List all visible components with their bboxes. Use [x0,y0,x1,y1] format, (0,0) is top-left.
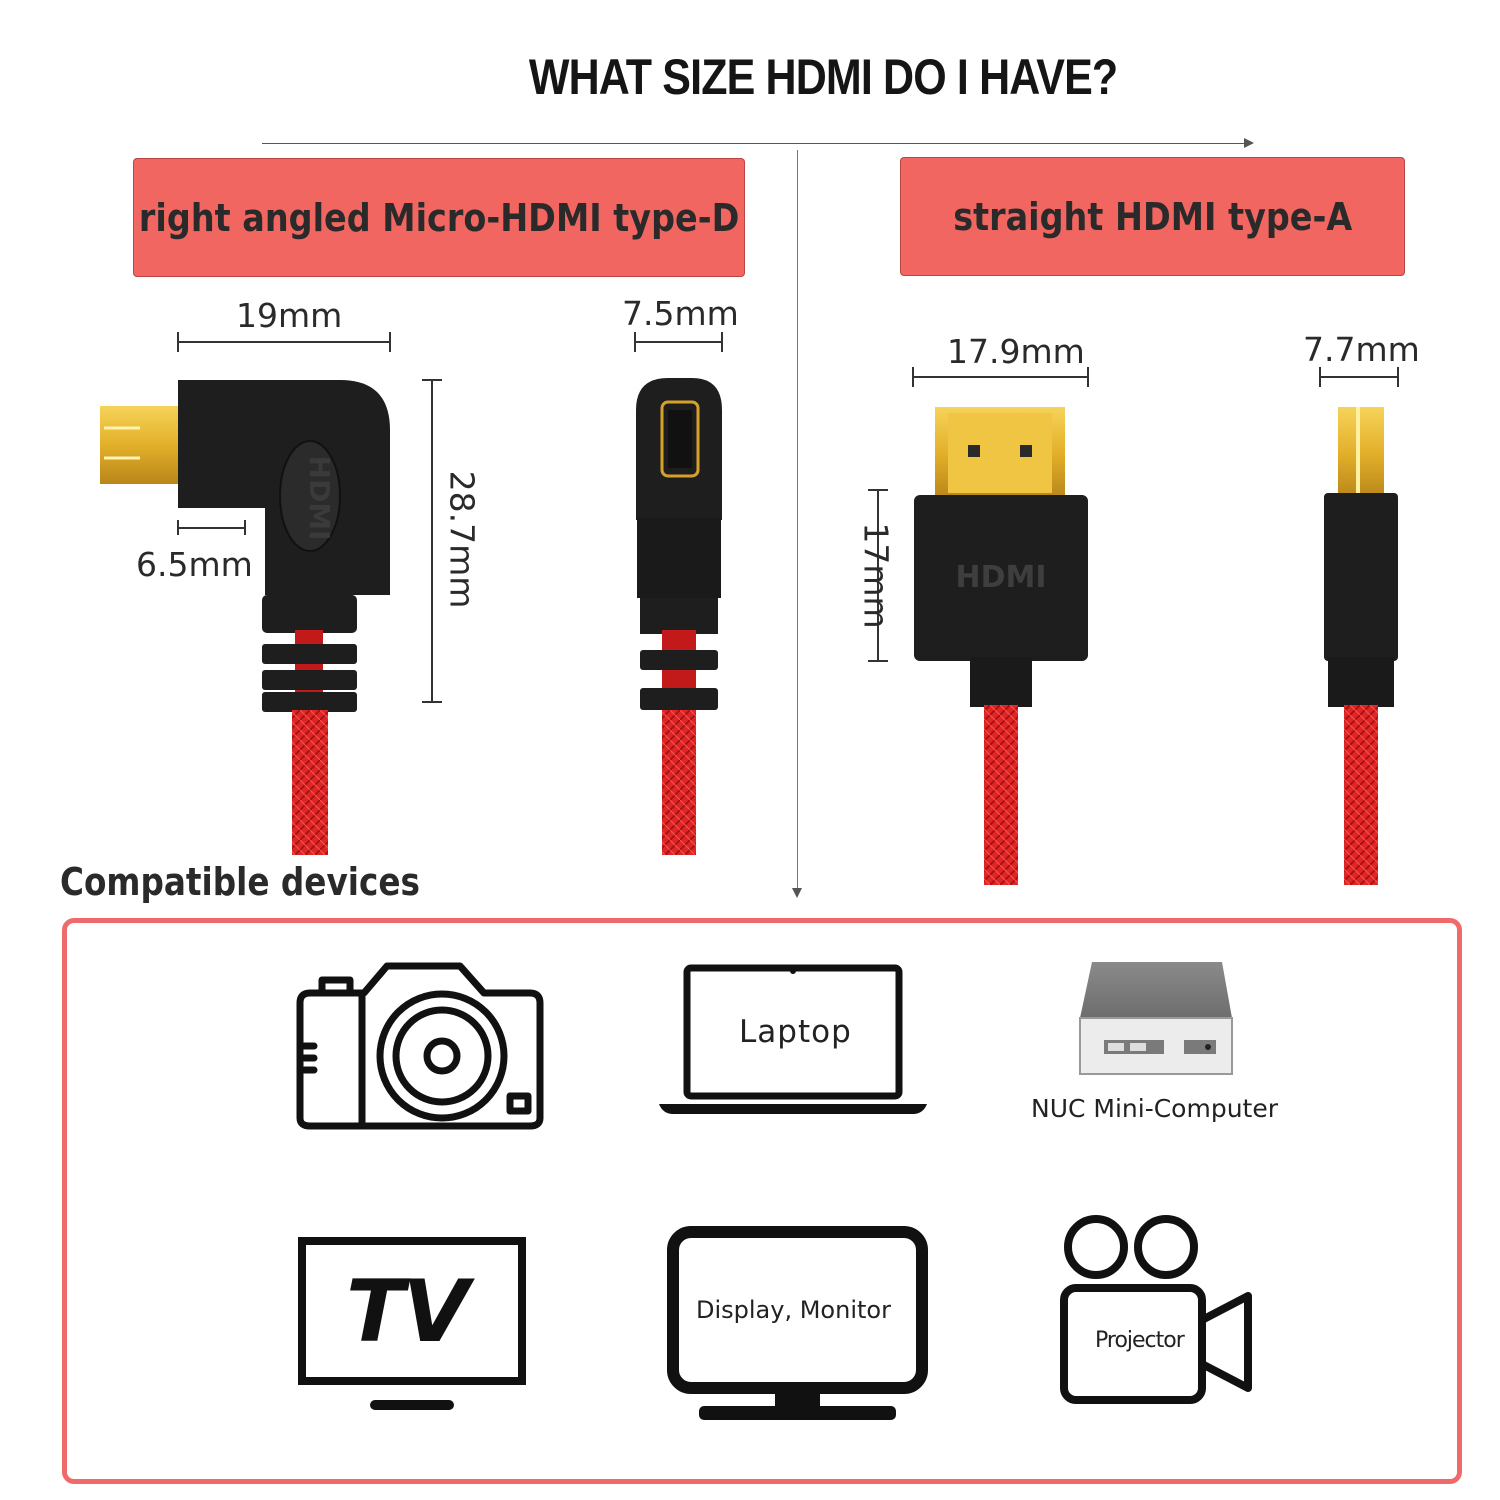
devices-panel [62,918,1462,1484]
monitor-icon [667,1226,928,1420]
device-label-tv: TV [346,1262,469,1362]
type-d-banner: right angled Micro-HDMI type-D [133,158,745,277]
device-label-projector: Projector [1095,1328,1185,1353]
dim-std-thickness: 7.7mm [1303,330,1420,369]
dim-micro-thickness: 7.5mm [622,294,739,333]
tv-icon [298,1237,526,1410]
micro-logo: HDMI [303,456,336,541]
micro-hdmi-front-illustration [634,332,723,855]
type-a-banner: straight HDMI type-A [900,157,1405,276]
hdmi-a-front-illustration: HDMI [868,367,1089,885]
dim-micro-width: 19mm [236,296,343,335]
micro-hdmi-side-illustration: HDMI [100,332,442,855]
dim-micro-plug: 6.5mm [136,545,253,584]
hdmi-logo: HDMI [955,560,1046,595]
compatible-heading: Compatible devices [60,860,420,904]
device-label-laptop: Laptop [739,1014,852,1050]
dim-std-width: 17.9mm [947,332,1085,371]
vertical-divider [797,150,798,888]
device-label-nuc: NUC Mini-Computer [1031,1094,1279,1123]
horizontal-divider [262,143,1250,144]
type-a-label: straight HDMI type-A [952,194,1353,239]
hdmi-a-side-illustration [1319,367,1399,885]
camera-icon [296,962,544,1130]
projector-icon [1060,1215,1252,1404]
dim-micro-height: 28.7mm [442,470,482,609]
page-title: WHAT SIZE HDMI DO I HAVE? [528,49,1118,105]
arrow-down-icon [792,888,802,898]
arrow-right-icon [1244,138,1254,148]
dim-std-height: 17mm [856,522,896,629]
type-d-label: right angled Micro-HDMI type-D [138,195,740,240]
mini-computer-icon [1079,962,1233,1075]
device-label-monitor: Display, Monitor [696,1296,891,1324]
laptop-icon [659,964,927,1114]
